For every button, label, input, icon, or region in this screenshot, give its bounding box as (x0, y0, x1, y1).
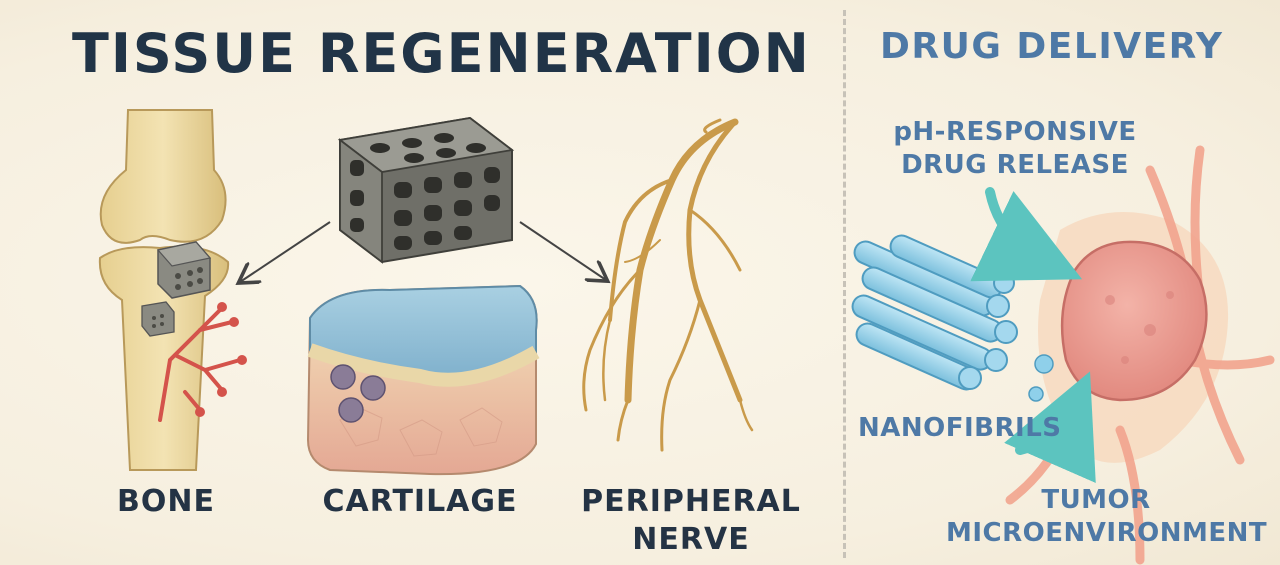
arrow-ph-release (970, 187, 1083, 282)
label-tumor-line1: TUMOR (1041, 485, 1151, 515)
arrow-to-bone (240, 221, 331, 282)
label-nanofibrils: NANOFIBRILS (858, 413, 1062, 443)
label-ph-release: pH-RESPONSIVE DRUG RELEASE (880, 116, 1150, 181)
section-divider (843, 10, 846, 558)
label-bone: BONE (117, 484, 215, 519)
label-tumor-microenvironment: TUMOR MICROENVIRONMENT (946, 484, 1268, 549)
bone-illustration (98, 109, 247, 471)
arrow-to-nerve (519, 221, 606, 280)
label-ph-release-line2: DRUG RELEASE (901, 149, 1129, 180)
cartilage-block (306, 284, 540, 476)
label-ph-release-line1: pH-RESPONSIVE (893, 117, 1137, 147)
arrow-nanofibrils (1004, 371, 1096, 484)
nanofibril-bundle (851, 234, 1018, 391)
scaffold-cube (337, 116, 515, 264)
label-peripheral-nerve-line2: NERVE (632, 521, 750, 557)
label-cartilage: CARTILAGE (322, 484, 518, 519)
label-peripheral-nerve-line1: PERIPHERAL (581, 484, 801, 519)
heading-drug-delivery: DRUG DELIVERY (880, 26, 1224, 67)
nerve-illustration (582, 118, 754, 452)
label-peripheral-nerve: PERIPHERAL NERVE (578, 483, 804, 558)
heading-tissue-regeneration: TISSUE REGENERATION (72, 22, 811, 85)
label-tumor-line2: MICROENVIRONMENT (946, 517, 1268, 548)
